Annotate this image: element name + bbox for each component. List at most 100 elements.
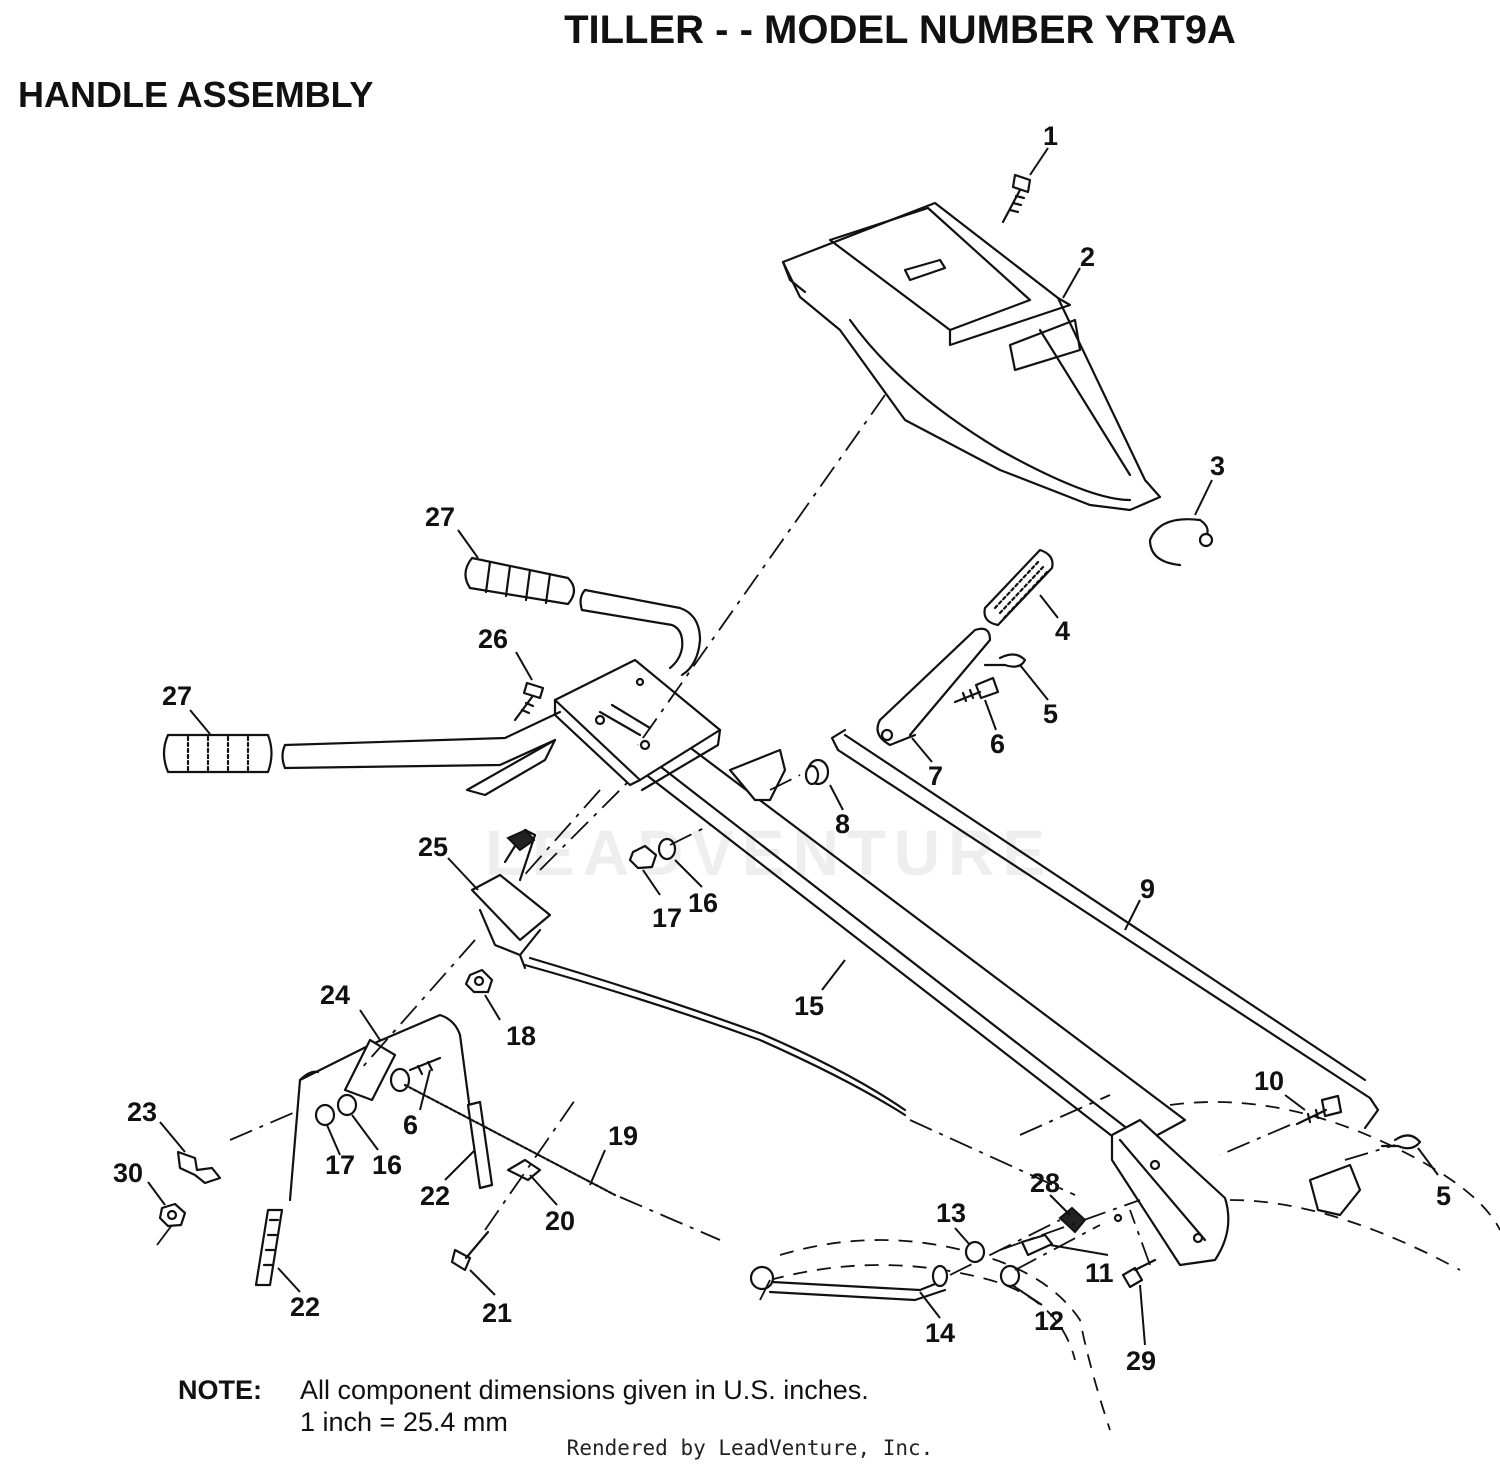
housing-outline-dashed-2 [1229,1199,1461,1271]
centerline-spring-end [619,1196,721,1241]
callout-23: 23 [127,1097,157,1127]
callout-20: 20 [545,1206,575,1236]
callout-3: 3 [1210,451,1225,481]
part-18-nut [464,968,494,994]
callout-14: 14 [925,1318,955,1348]
handlebar [281,588,702,797]
callout-16-lower: 16 [372,1150,402,1180]
part-27-grip-lower [162,733,273,774]
part-22-bail-grip-right [466,1100,494,1190]
callout-25: 25 [418,832,448,862]
part-29-bolt [1121,1258,1157,1289]
callout-12: 12 [1034,1306,1064,1336]
callout-4: 4 [1055,616,1070,646]
part-15-handle-tube [638,738,1187,1152]
callout-labels: 1 2 3 4 5 6 7 8 9 10 5 11 12 13 14 15 16… [113,121,1451,1376]
part-1-screw [1001,173,1032,224]
part-7-shift-lever [876,627,992,747]
centerline-cover-to-tube [637,394,886,746]
callout-6-upper: 6 [990,729,1005,759]
clutch-cable [523,963,907,1117]
part-6-bolt-lower [389,1056,442,1093]
handle-mount-bracket [553,658,722,792]
callout-10: 10 [1254,1066,1284,1096]
part-5-hairpin-upper [983,653,1027,668]
fender-outline-dashed-2 [769,1264,1076,1361]
centerline-12 [1014,1224,1101,1271]
callout-22-lower: 22 [290,1292,320,1322]
footer-credit: Rendered by LeadVenture, Inc. [566,1436,934,1460]
callout-1: 1 [1043,121,1058,151]
callout-19: 19 [608,1121,638,1151]
part-9-shift-rod [830,728,1380,1130]
centerline-rod-hairpin [1344,1144,1396,1161]
centerline-bracket-to-bail [359,939,476,1071]
part-13-washer [964,1240,986,1264]
centerline-bolt-10 [1219,1124,1291,1156]
centerline-30 [156,1224,173,1246]
callout-5-upper: 5 [1043,699,1058,729]
centerline-spacer [769,774,801,791]
callout-27-lower: 27 [162,681,192,711]
part-14-depth-handle [749,1264,949,1302]
centerline-21 [484,1099,576,1231]
callout-15: 15 [794,991,824,1021]
callout-9: 9 [1140,874,1155,904]
centerline-29 [1129,1209,1151,1266]
callout-22-right: 22 [420,1181,450,1211]
centerline-cable-end [909,1119,1076,1196]
callout-6-lower: 6 [403,1110,418,1140]
centerline-nut-upper [669,824,711,846]
diagram-title: TILLER - - MODEL NUMBER YRT9A [564,8,1236,52]
part-3-retaining-ring [1148,518,1214,567]
part-28-wing-nut [1058,1206,1087,1234]
part-25-bail-bracket [470,828,552,970]
part-23-clamp [176,1150,222,1185]
callout-5-lower: 5 [1436,1181,1451,1211]
clutch-cable-inner [528,956,907,1112]
centerline-fender-left [759,1279,771,1301]
centerline-14-lower [999,1199,1141,1251]
part-2-handle-cover [781,201,1162,512]
callout-24: 24 [320,980,350,1010]
part-12-nut [999,1264,1021,1288]
callout-21: 21 [482,1298,512,1328]
tube-bracket [728,748,787,802]
centerline-tube-bottom [1019,1094,1111,1136]
part-22-bail-grip-lower [254,1208,284,1287]
watermark-text: LEADVENTURE [485,817,1053,889]
callout-18: 18 [506,1021,536,1051]
part-5-hairpin-lower [1380,1134,1422,1150]
callout-13: 13 [936,1198,966,1228]
callout-17-upper: 17 [652,903,682,933]
part-19-spring [403,1083,617,1197]
part-21-bolt [450,1230,490,1272]
part-17-16-hardware-lower [314,1093,358,1127]
callout-2: 2 [1080,242,1095,272]
centerline-25-to-tube [539,779,631,871]
part-8-spacer [804,758,830,786]
part-27-grip-upper [464,556,576,606]
callout-11: 11 [1085,1258,1114,1288]
callout-7: 7 [928,761,943,791]
part-4-lever-grip [983,548,1054,627]
note-line-1: All component dimensions given in U.S. i… [300,1375,869,1405]
callout-29: 29 [1126,1346,1156,1376]
note-line-2: 1 inch = 25.4 mm [300,1407,508,1437]
part-24-bail [288,1013,482,1202]
part-6-bolt-upper [953,676,1000,704]
leader-lines [147,147,1439,1346]
part-20-clip [506,1158,542,1182]
callout-26: 26 [478,624,508,654]
callout-27-upper: 27 [425,502,455,532]
centerline-clamp [229,1109,301,1141]
callout-28: 28 [1030,1168,1060,1198]
callout-16-upper: 16 [688,888,718,918]
callout-8: 8 [835,809,850,839]
part-10-bolt [1295,1094,1343,1126]
callout-30: 30 [113,1158,143,1188]
section-title: HANDLE ASSEMBLY [18,74,374,115]
callout-17-lower: 17 [325,1150,355,1180]
centerline-upper-bracket-to-25 [519,789,601,881]
